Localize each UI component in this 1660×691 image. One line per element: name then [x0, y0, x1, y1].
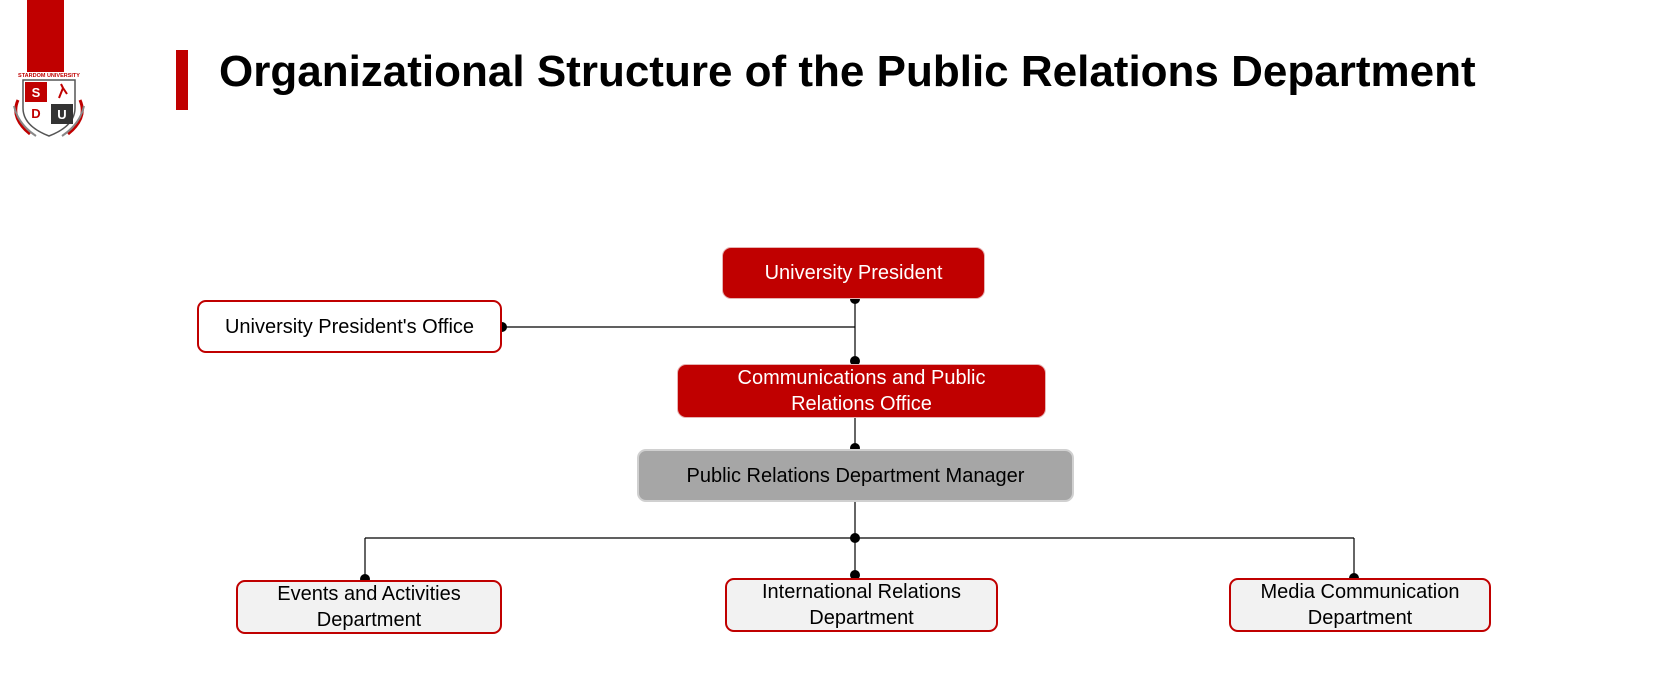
university-logo: STARDOM UNIVERSITY S D U	[13, 73, 85, 137]
svg-text:U: U	[57, 107, 66, 122]
junction-dot	[850, 570, 860, 580]
junction-dot	[850, 356, 860, 366]
page-title: Organizational Structure of the Public R…	[219, 47, 1476, 96]
logo-arc-text: STARDOM UNIVERSITY	[18, 73, 80, 79]
title-accent-bar	[176, 50, 188, 110]
department-label: Media Communication Department	[1260, 581, 1460, 629]
president-office-box: University President's Office	[197, 300, 502, 353]
figure-icon	[58, 83, 68, 99]
department-box-events: Events and Activities Department	[236, 580, 502, 634]
manager-box: Public Relations Department Manager	[637, 449, 1074, 502]
president-label: University President	[764, 262, 943, 284]
svg-text:S: S	[32, 85, 41, 100]
svg-text:D: D	[31, 106, 40, 121]
manager-label: Public Relations Department Manager	[686, 464, 1025, 487]
laurel-left-icon	[14, 99, 31, 136]
department-box-international: International Relations Department	[725, 578, 998, 632]
top-accent-bar	[27, 0, 64, 72]
junction-dot	[850, 533, 860, 543]
comms-office-label: Communications and Public Relations Offi…	[737, 367, 986, 415]
president-box: University President	[722, 247, 985, 299]
department-label: Events and Activities Department	[277, 583, 461, 631]
comms-office-box: Communications and Public Relations Offi…	[677, 364, 1046, 418]
president-office-label: University President's Office	[224, 315, 475, 338]
department-box-media: Media Communication Department	[1229, 578, 1491, 632]
department-label: International Relations Department	[761, 581, 961, 629]
laurel-right-icon	[67, 99, 84, 136]
